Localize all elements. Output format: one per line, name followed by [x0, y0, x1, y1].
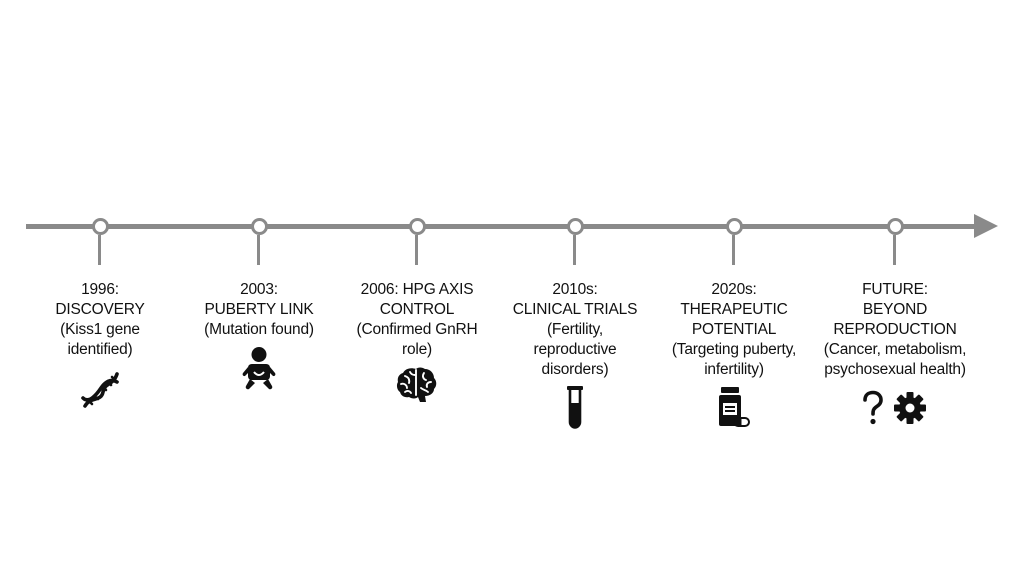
- milestone-future: FUTURE: BEYOND REPRODUCTION (Cancer, met…: [810, 0, 980, 572]
- question-mark-icon: [862, 390, 883, 425]
- milestone-line: POTENTIAL: [691, 321, 777, 338]
- milestone-line: psychosexual health): [824, 361, 966, 378]
- brain-icon: [396, 367, 437, 402]
- milestone-line: CLINICAL TRIALS: [512, 301, 638, 318]
- milestone-line: BEYOND: [862, 301, 928, 318]
- timeline-connector: [893, 235, 896, 265]
- milestone-line: identified): [67, 341, 133, 358]
- dna-icon: [81, 372, 119, 408]
- milestone-line: (Targeting puberty,: [671, 341, 797, 358]
- milestone-line: PUBERTY LINK: [204, 301, 314, 318]
- milestone-line: FUTURE:: [862, 281, 928, 298]
- milestone-2020s: 2020s: THERAPEUTIC POTENTIAL (Targeting …: [649, 0, 819, 572]
- milestone-line: 2010s:: [552, 281, 598, 298]
- milestone-line: (Confirmed GnRH: [356, 321, 478, 338]
- milestone-line: (Cancer, metabolism,: [823, 341, 967, 358]
- timeline-node: [726, 218, 743, 235]
- milestone-line: CONTROL: [379, 301, 455, 318]
- timeline-connector: [415, 235, 418, 265]
- timeline-node: [887, 218, 904, 235]
- milestone-line: (Kiss1 gene: [60, 321, 140, 338]
- timeline-node: [409, 218, 426, 235]
- timeline-node: [92, 218, 109, 235]
- timeline-arrowhead: [974, 214, 998, 238]
- milestone-line: role): [401, 341, 432, 358]
- milestone-line: 1996:: [81, 281, 119, 298]
- milestone-2010s: 2010s: CLINICAL TRIALS (Fertility, repro…: [490, 0, 660, 572]
- timeline-connector: [98, 235, 101, 265]
- timeline-connector: [257, 235, 260, 265]
- milestone-line: disorders): [541, 361, 609, 378]
- timeline-connector: [732, 235, 735, 265]
- milestone-2006: 2006: HPG AXIS CONTROL (Confirmed GnRH r…: [332, 0, 502, 572]
- milestone-label: 2003: PUBERTY LINK (Mutation found): [174, 280, 344, 340]
- timeline-connector: [573, 235, 576, 265]
- milestone-line: 2020s:: [711, 281, 757, 298]
- milestone-line: REPRODUCTION: [833, 321, 957, 338]
- milestone-label: 2020s: THERAPEUTIC POTENTIAL (Targeting …: [649, 280, 819, 380]
- milestone-2003: 2003: PUBERTY LINK (Mutation found): [174, 0, 344, 572]
- milestone-line: infertility): [704, 361, 764, 378]
- milestone-line: 2006: HPG AXIS: [360, 281, 474, 298]
- milestone-line: 2003:: [240, 281, 278, 298]
- milestone-line: DISCOVERY: [55, 301, 145, 318]
- test-tube-icon: [567, 386, 583, 429]
- milestone-line: (Fertility,: [546, 321, 604, 338]
- milestone-label: 2006: HPG AXIS CONTROL (Confirmed GnRH r…: [332, 280, 502, 360]
- milestone-line: (Mutation found): [204, 321, 314, 338]
- baby-icon: [242, 347, 276, 390]
- milestone-line: THERAPEUTIC: [680, 301, 788, 318]
- milestone-label: FUTURE: BEYOND REPRODUCTION (Cancer, met…: [810, 280, 980, 380]
- medicine-bottle-icon: [719, 387, 750, 427]
- timeline-axis: [26, 224, 976, 229]
- milestone-1996: 1996: DISCOVERY (Kiss1 gene identified): [15, 0, 185, 572]
- milestone-label: 2010s: CLINICAL TRIALS (Fertility, repro…: [490, 280, 660, 380]
- gear-icon: [894, 392, 927, 424]
- timeline-node: [251, 218, 268, 235]
- timeline-node: [567, 218, 584, 235]
- milestone-line: reproductive: [533, 341, 617, 358]
- milestone-label: 1996: DISCOVERY (Kiss1 gene identified): [15, 280, 185, 360]
